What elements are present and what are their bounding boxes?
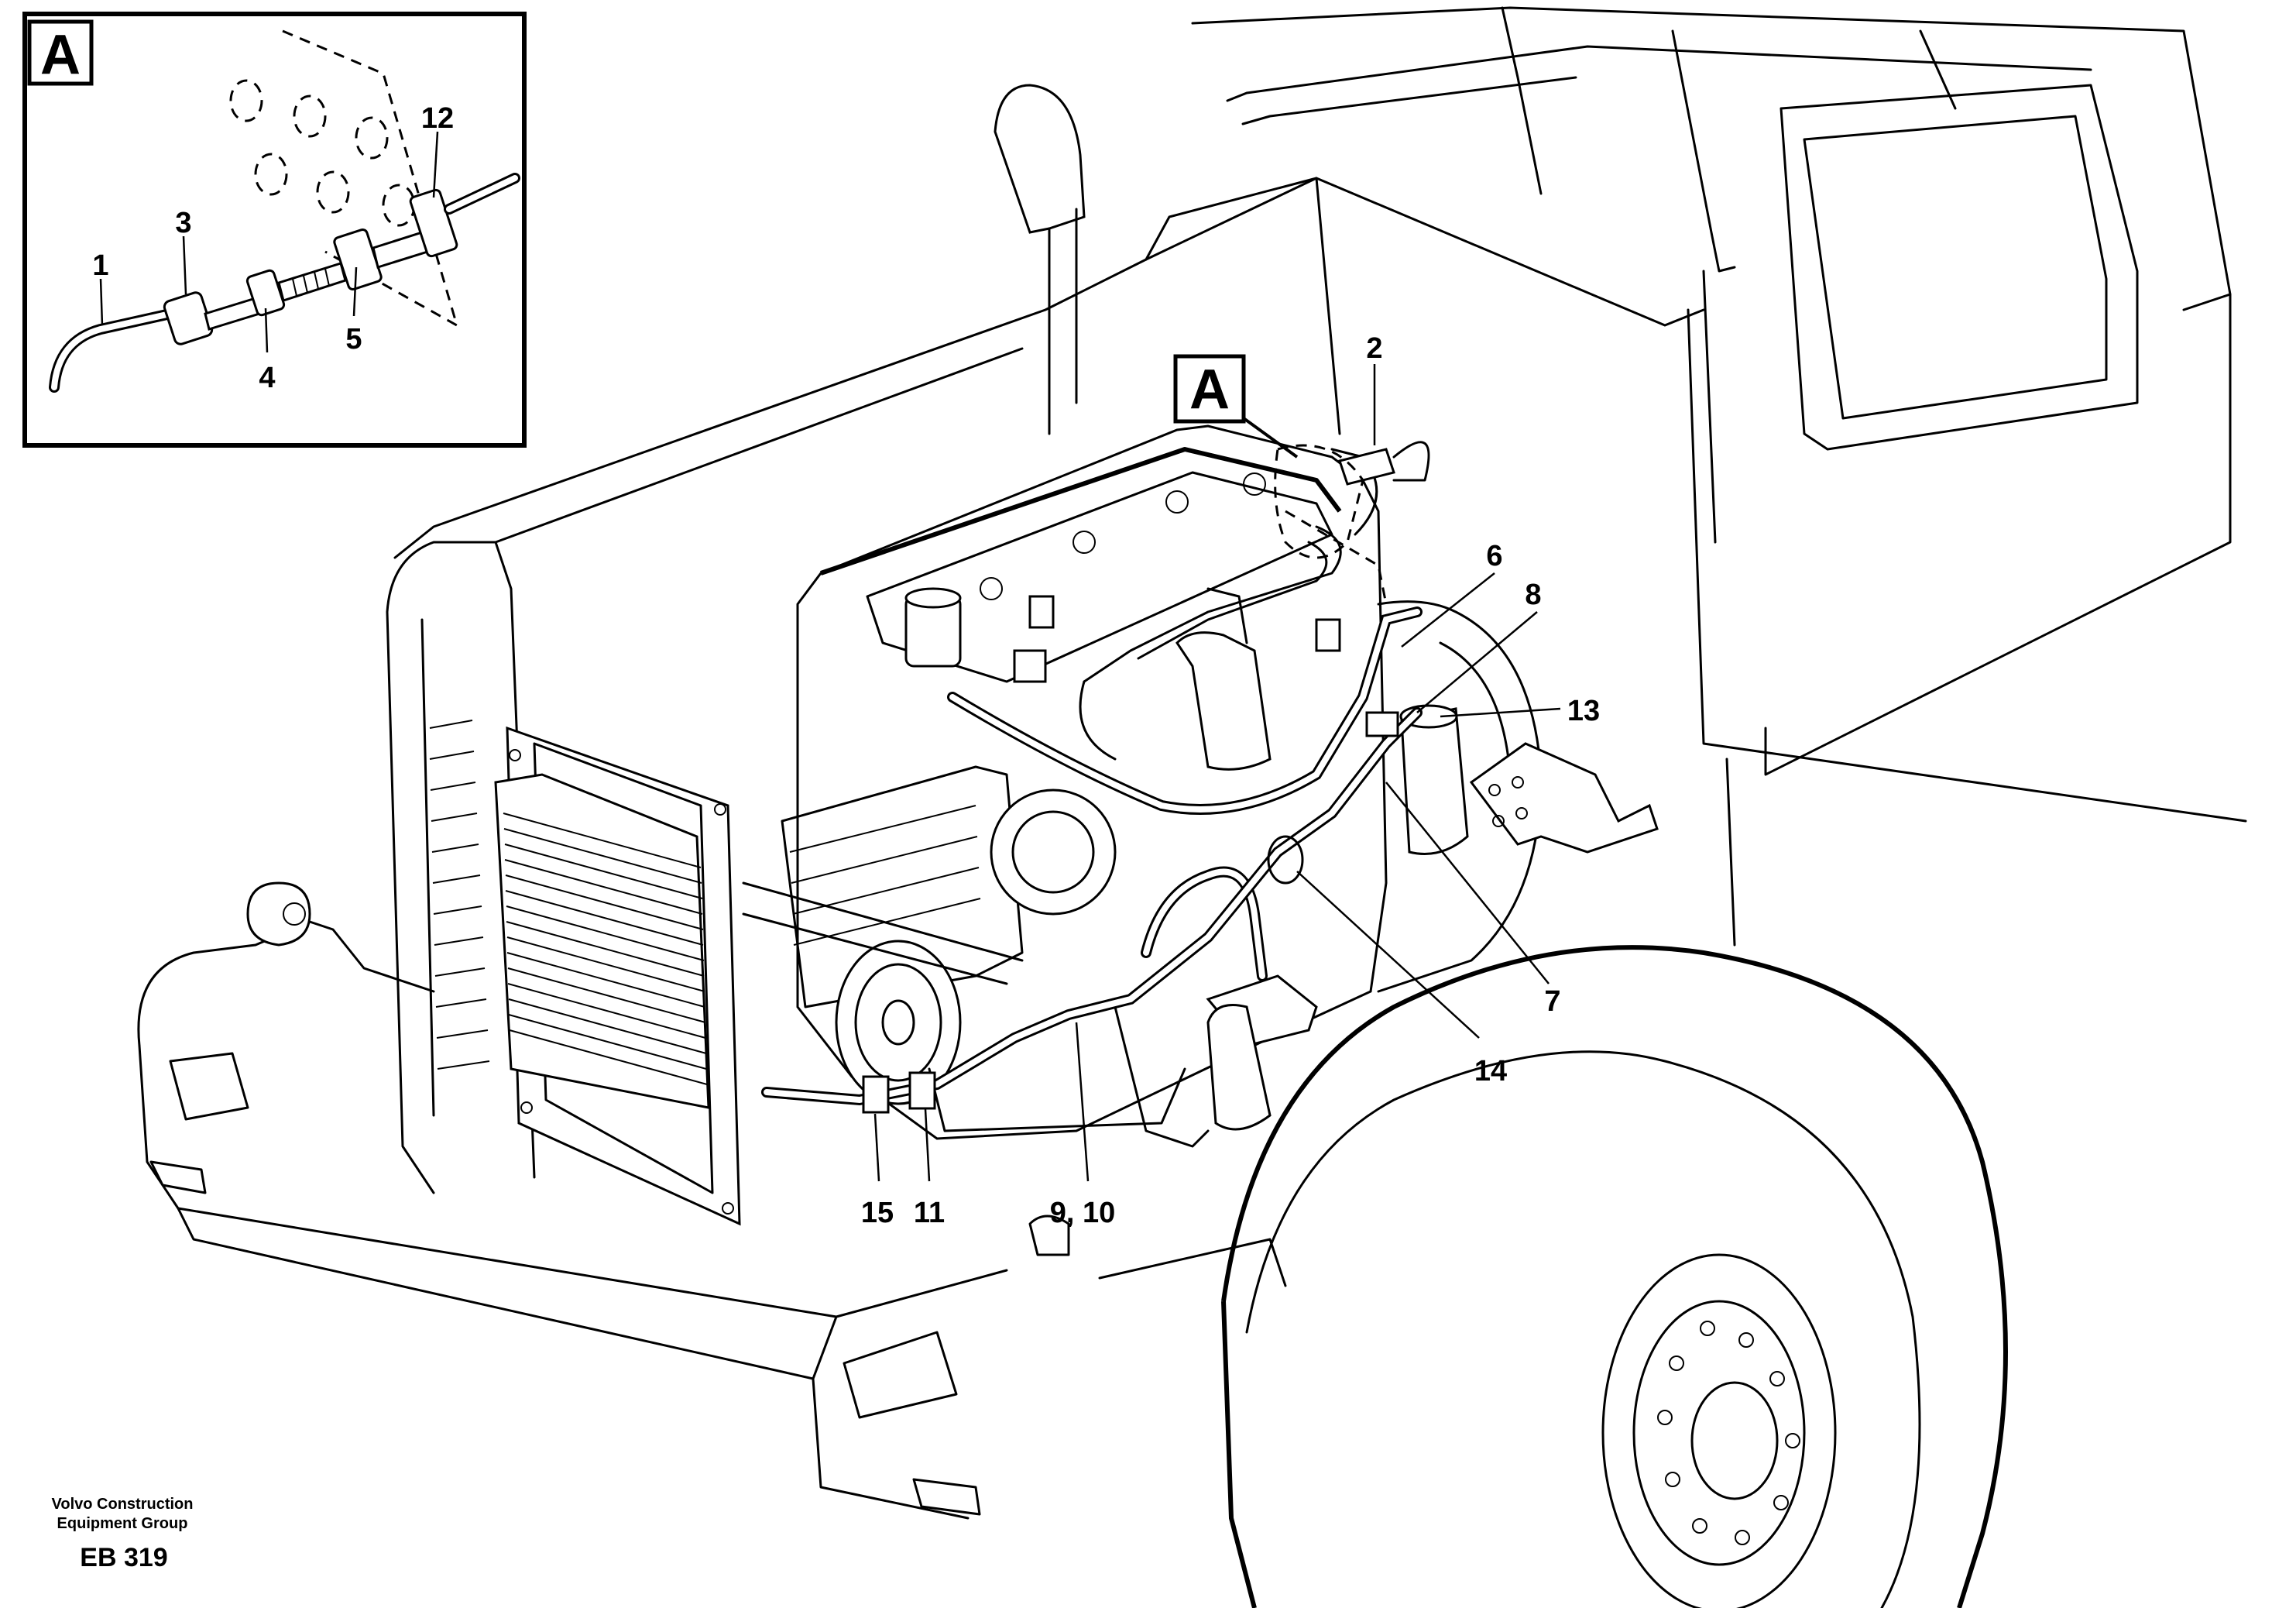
operator-cab	[1191, 6, 2232, 776]
detail-label-box	[27, 19, 94, 86]
footer-drawing-code: EB 319	[80, 1543, 167, 1572]
refrigerant-hoses	[761, 441, 1430, 1114]
callout-15: 15	[861, 1197, 894, 1229]
callout-11: 11	[914, 1197, 945, 1229]
compressor	[1206, 1004, 1272, 1131]
connector-2	[1338, 448, 1395, 486]
callout-3: 3	[175, 207, 191, 239]
machine-body	[137, 6, 2247, 1608]
fuel-filter	[1175, 631, 1272, 771]
nut-4	[245, 269, 286, 317]
front-wheel	[1221, 945, 2008, 1608]
nut-12	[409, 188, 458, 258]
main-callouts: A 2 6 8 13 7 14 9, 10 11 15	[861, 332, 1600, 1229]
wheel-studs	[1657, 1321, 1800, 1545]
callout-12: 12	[421, 102, 454, 135]
callout-1: 1	[92, 249, 108, 282]
cover-bolts	[980, 472, 1266, 600]
counterweight	[137, 881, 1287, 1520]
detail-view-a: A	[22, 12, 527, 448]
callout-6: 6	[1486, 540, 1502, 572]
hose-clamp-14	[1267, 835, 1304, 885]
exhaust-stack	[994, 84, 1086, 234]
callout-14: 14	[1474, 1055, 1507, 1087]
detail-label: A	[40, 24, 81, 86]
mounting-bracket	[1469, 742, 1659, 854]
footer: Volvo Construction Equipment Group EB 31…	[52, 1496, 194, 1572]
callout-8: 8	[1525, 579, 1541, 611]
detail-ref-label: A	[1189, 359, 1230, 421]
footer-company-line1: Volvo Construction	[52, 1496, 194, 1513]
bulkhead-outline	[282, 29, 459, 328]
callout-2: 2	[1366, 332, 1382, 365]
callout-7: 7	[1544, 985, 1560, 1018]
detail-ref-box	[1173, 354, 1246, 424]
engine	[742, 424, 1659, 1148]
detail-a-marker-region	[1274, 444, 1364, 559]
hose-clamp-11	[908, 1071, 936, 1110]
condenser	[494, 726, 741, 1226]
wheel-hub	[1690, 1381, 1779, 1500]
callout-5: 5	[345, 323, 362, 356]
pressure-switch	[1365, 711, 1399, 737]
turbo-housing	[1377, 600, 1543, 993]
engine-hood	[393, 177, 2247, 947]
wheel-rim	[1601, 1253, 1837, 1608]
valve-cover-rim	[820, 447, 1342, 576]
callout-13: 13	[1567, 695, 1600, 727]
headlight	[843, 1331, 958, 1419]
callout-4: 4	[259, 362, 275, 394]
callout-9-10: 9, 10	[1050, 1197, 1116, 1229]
front-grille-housing	[386, 541, 536, 1194]
alternator	[990, 789, 1117, 916]
bulkhead-holes	[229, 79, 416, 227]
footer-company-line2: Equipment Group	[57, 1515, 188, 1532]
receiver-drier	[1400, 707, 1469, 855]
condenser-fins	[503, 813, 708, 1085]
hose-clamp-15	[862, 1075, 890, 1114]
